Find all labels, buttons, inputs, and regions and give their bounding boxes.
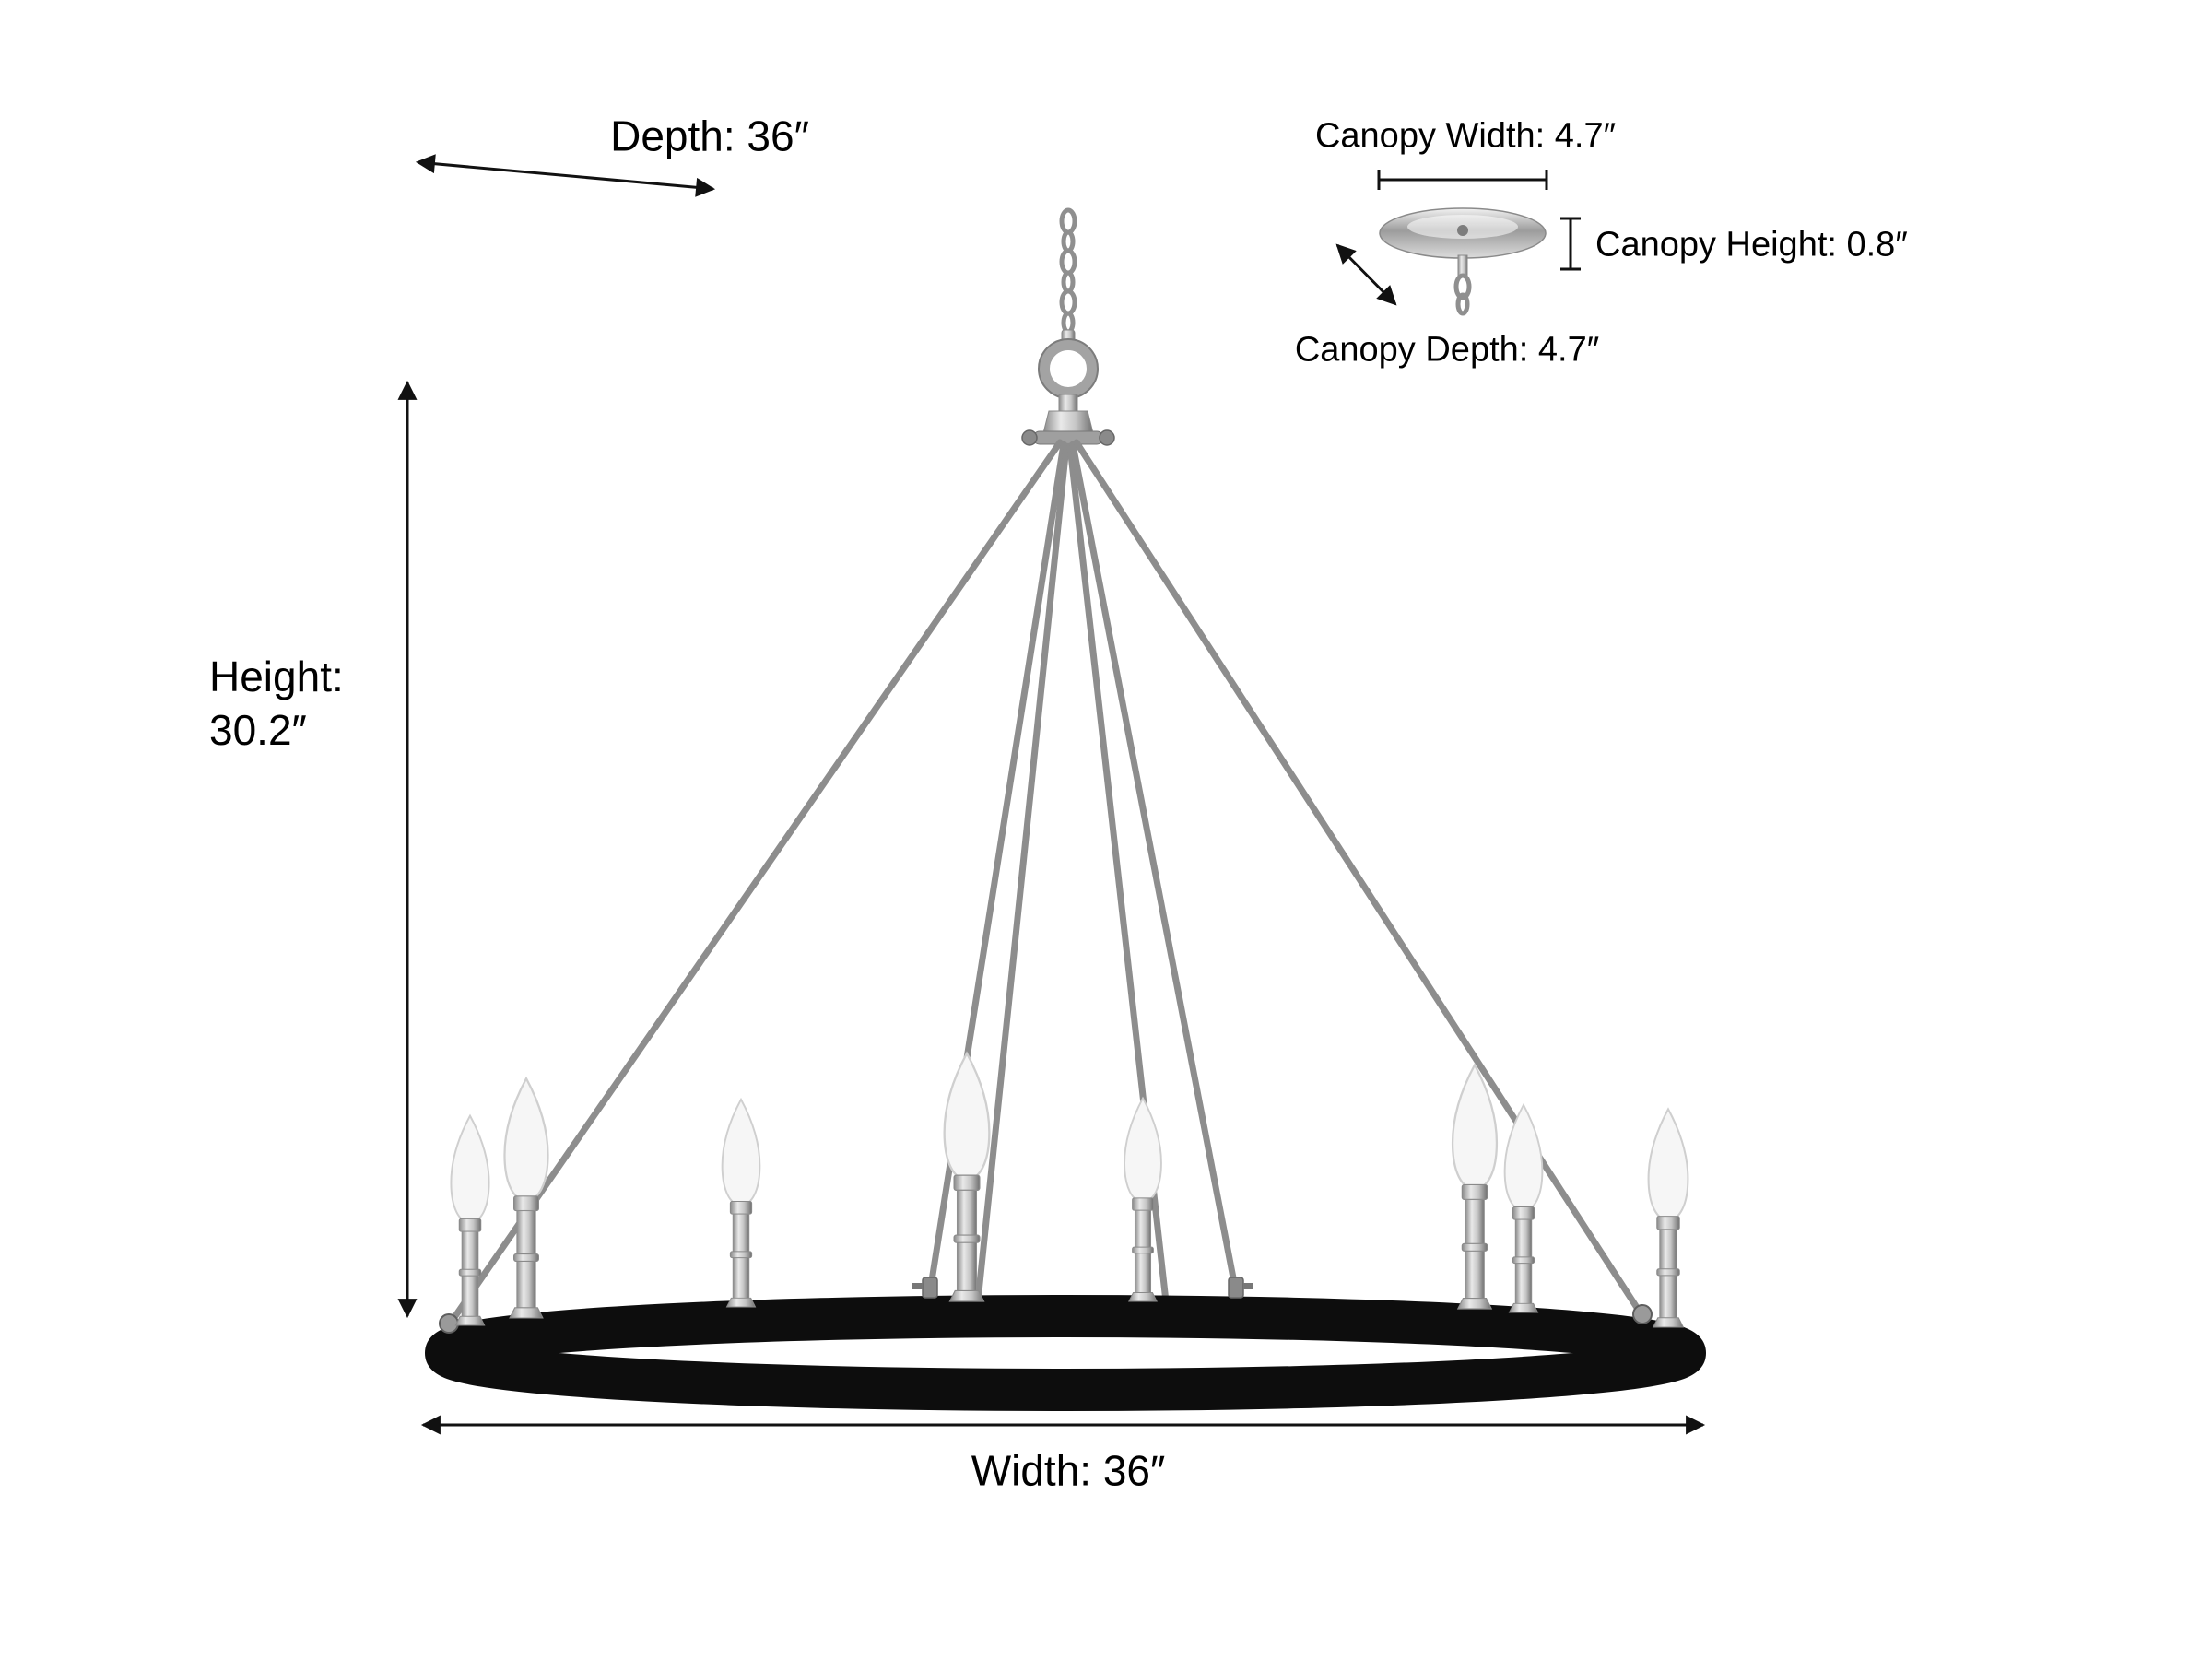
candle-2 <box>503 1077 549 1320</box>
clamp-left <box>922 1277 938 1299</box>
canopy-chain <box>1453 273 1472 316</box>
depth-label: Depth: 36″ <box>610 112 809 160</box>
bolt-left <box>439 1313 459 1334</box>
canopy-height-label: Canopy Height: 0.8″ <box>1595 225 1908 265</box>
hub-pin-left <box>1021 429 1038 446</box>
candle-6 <box>1451 1064 1499 1311</box>
height-label-value: 30.2″ <box>209 705 307 754</box>
canopy-depth-label: Canopy Depth: 4.7″ <box>1294 330 1600 370</box>
rod-outer-right <box>1073 439 1646 1320</box>
wheel-ring <box>425 1295 1706 1411</box>
canopy-width-label: Canopy Width: 4.7″ <box>1314 116 1617 156</box>
candle-1 <box>450 1114 490 1326</box>
candle-8 <box>1647 1108 1689 1329</box>
canopy-width-dimension-line <box>1377 170 1548 190</box>
clamp-right-pin <box>1243 1283 1253 1289</box>
hanging-loop <box>1039 339 1098 398</box>
chain <box>1059 207 1077 335</box>
clamp-left-pin <box>912 1283 923 1289</box>
candle-7 <box>1503 1103 1544 1313</box>
canopy-depth-dimension-line <box>1335 243 1397 306</box>
canopy-illustration <box>1379 207 1547 316</box>
rod-outer-left <box>445 439 1064 1329</box>
finial-collar <box>1042 410 1094 434</box>
candle-3 <box>721 1098 761 1308</box>
bolt-right <box>1632 1304 1653 1324</box>
canopy-hub <box>1457 225 1468 236</box>
height-label-title: Height: <box>209 653 344 700</box>
rod-mid-right <box>1069 441 1240 1296</box>
canopy-height-dimension-line <box>1560 217 1581 271</box>
chandelier-illustration <box>425 207 1706 1411</box>
rod-inner-left <box>974 442 1070 1305</box>
finial-neck <box>1058 394 1078 412</box>
height-label: Height: 30.2″ <box>209 651 344 757</box>
clamp-right <box>1228 1277 1244 1299</box>
hub-pin-right <box>1099 429 1115 446</box>
depth-dimension-line <box>415 154 716 197</box>
rod-hub <box>1032 430 1104 445</box>
width-label: Width: 36″ <box>971 1446 1166 1495</box>
